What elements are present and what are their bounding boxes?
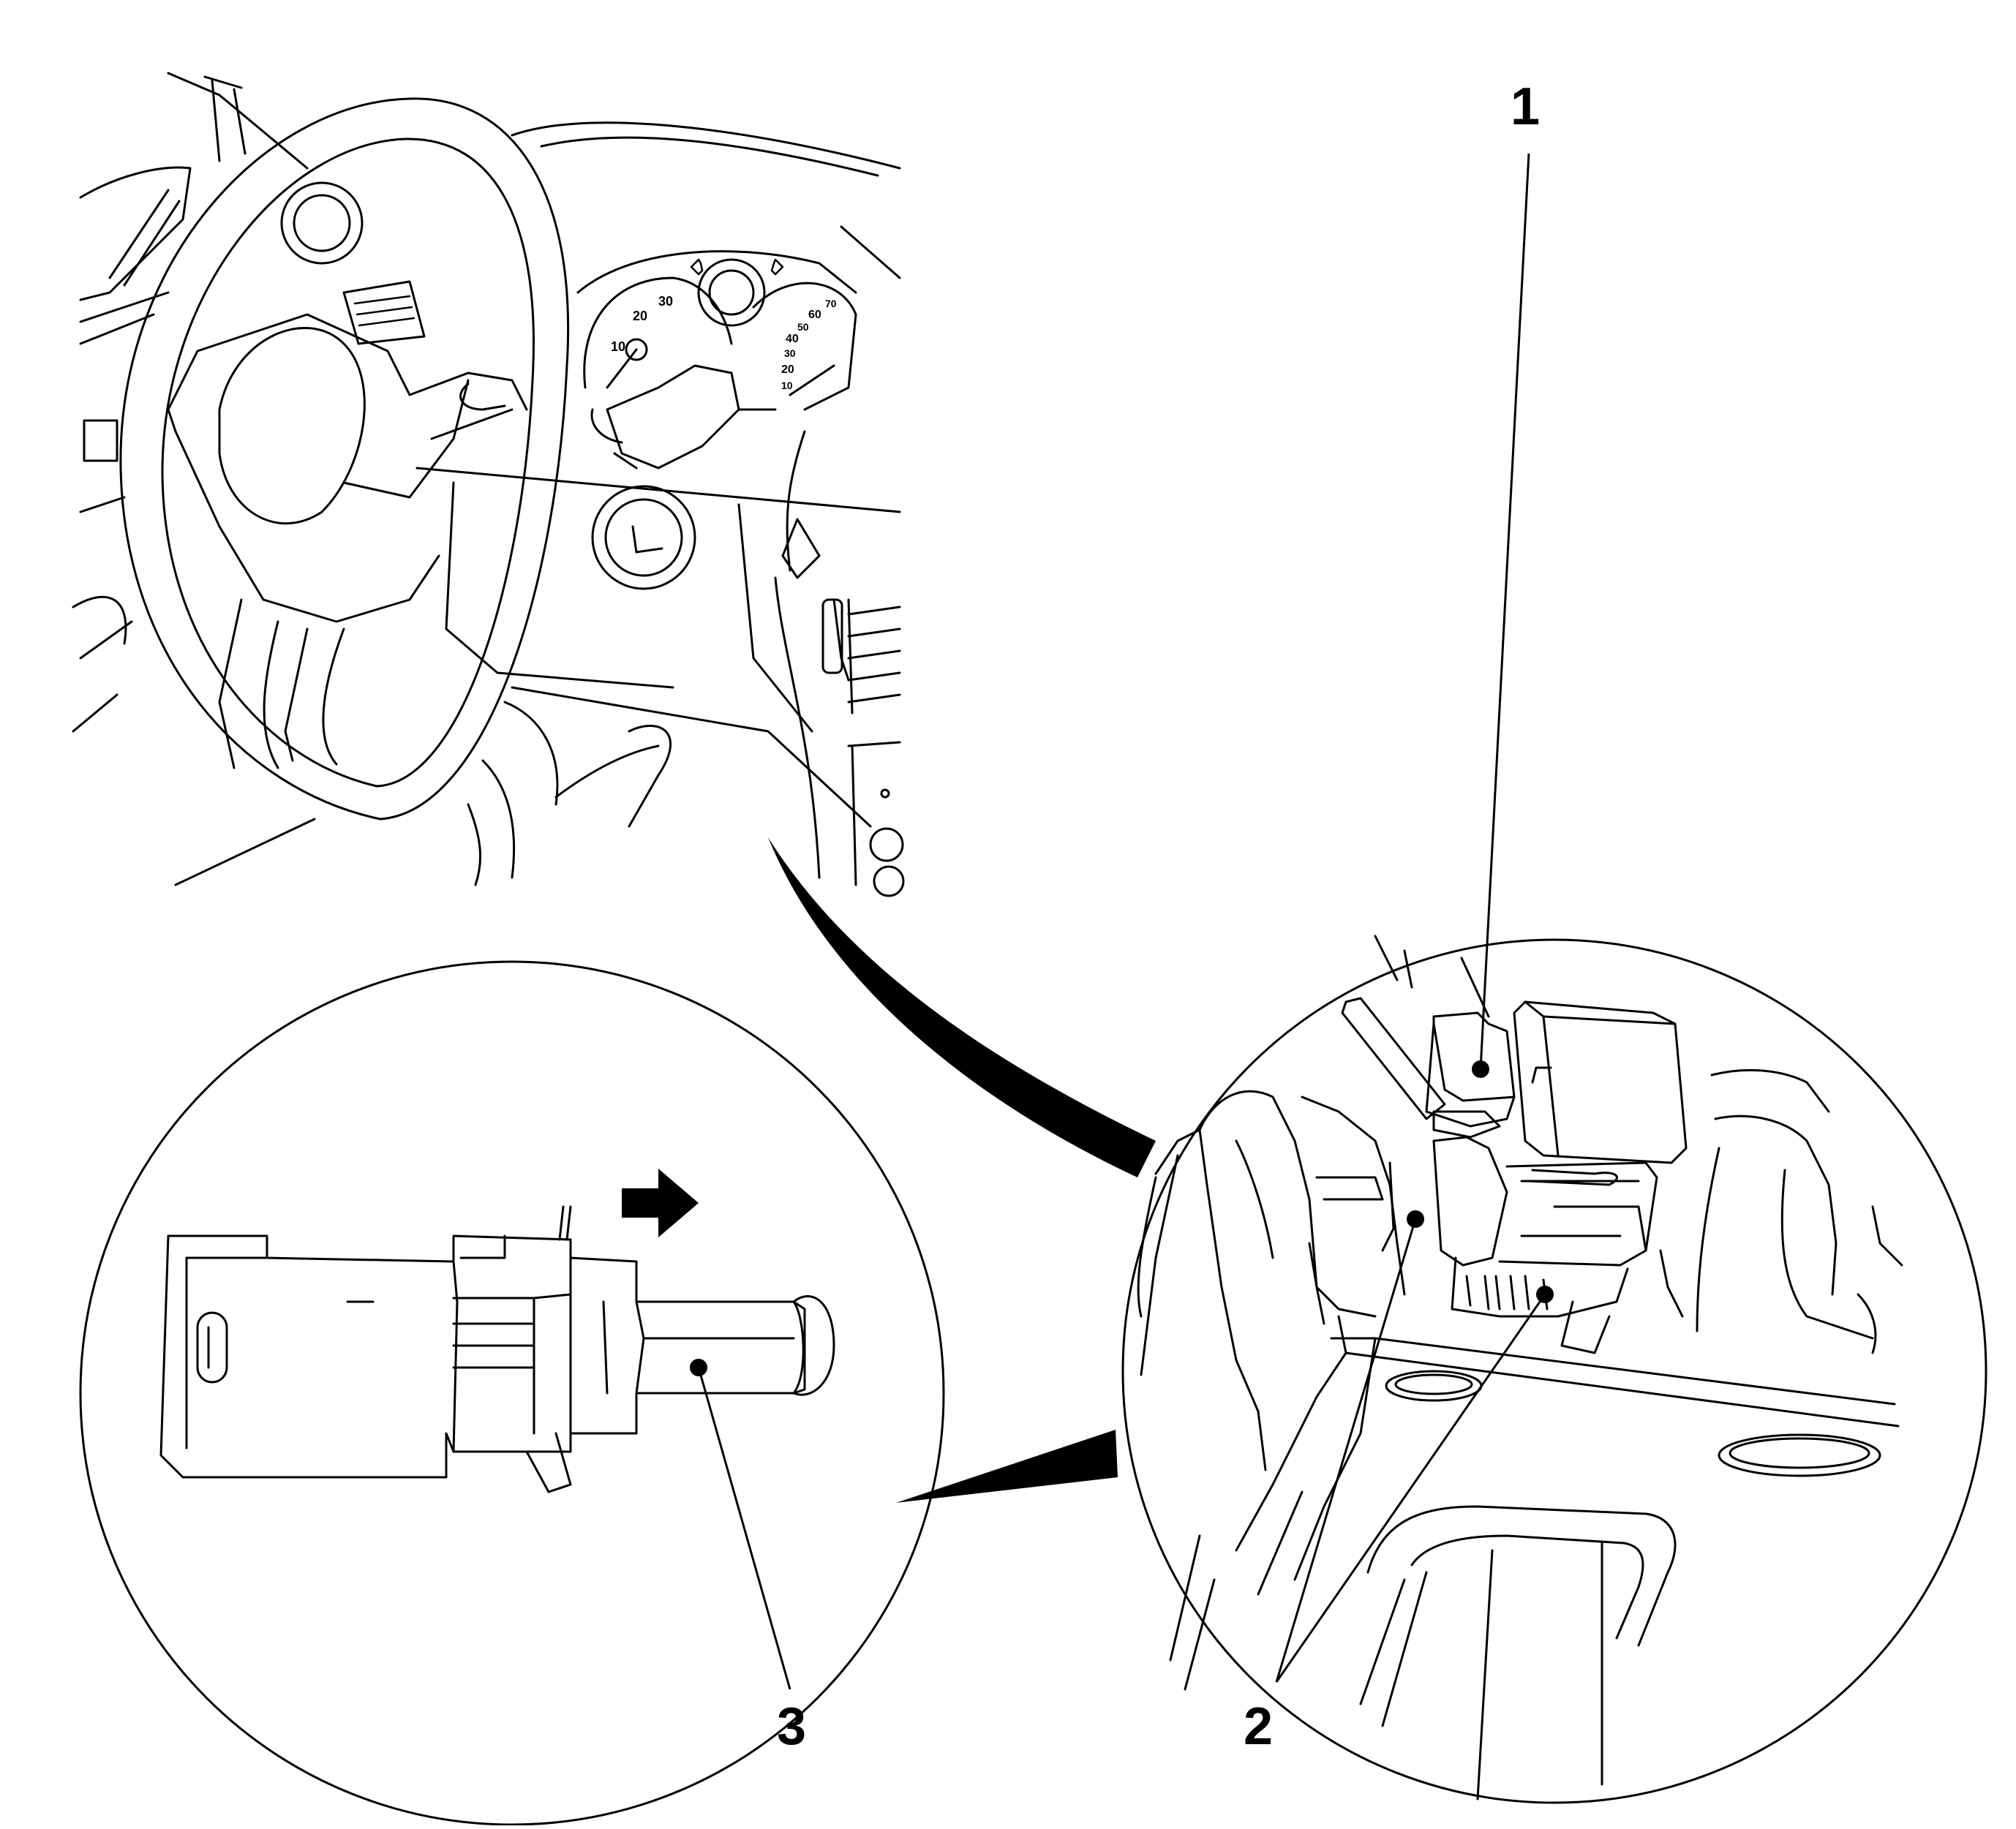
- callout-3-leader: [697, 1367, 791, 1690]
- installed-switch-view: [1137, 935, 1903, 1800]
- callout-2-leader-b: [1275, 1294, 1546, 1683]
- right-gauge-tick-30: 30: [784, 347, 796, 359]
- callout-2-label: 2: [1244, 1697, 1273, 1756]
- steering-wheel: [119, 97, 570, 821]
- ignition-lock: [591, 485, 696, 590]
- callout-1-leader: [1479, 153, 1530, 1070]
- turn-left-icon: [690, 258, 704, 276]
- left-gauge-tick-30: 30: [658, 294, 673, 309]
- zoom-wedge-lower: [896, 1430, 1118, 1503]
- right-gauge-tick-60: 60: [808, 309, 821, 321]
- brake-light-switch: [159, 1205, 835, 1493]
- turn-right-icon: [770, 258, 784, 276]
- callout-2-leader-a: [1275, 1218, 1417, 1683]
- left-gauge-tick-10: 10: [611, 339, 625, 354]
- dashboard-overview: 10 20 30 10 20 30 40 50 60 70: [72, 72, 905, 897]
- callout-3-label: 3: [777, 1697, 806, 1756]
- right-gauge-tick-50: 50: [797, 321, 809, 333]
- detail-circle-switch: [79, 960, 945, 1826]
- right-gauge-tick-40: 40: [786, 333, 799, 345]
- left-gauge-tick-20: 20: [633, 309, 647, 323]
- zoom-wedge-upper: [768, 837, 1156, 1177]
- detail-circle-location: [1121, 935, 1987, 1804]
- right-gauge-tick-20: 20: [781, 363, 794, 376]
- right-arrow-icon: [622, 1169, 699, 1237]
- callout-1-label: 1: [1511, 78, 1540, 136]
- right-gauge-tick-10: 10: [781, 380, 793, 391]
- instrument-cluster: 10 20 30 10 20 30 40 50 60 70: [576, 250, 857, 411]
- right-gauge-tick-70: 70: [825, 298, 837, 309]
